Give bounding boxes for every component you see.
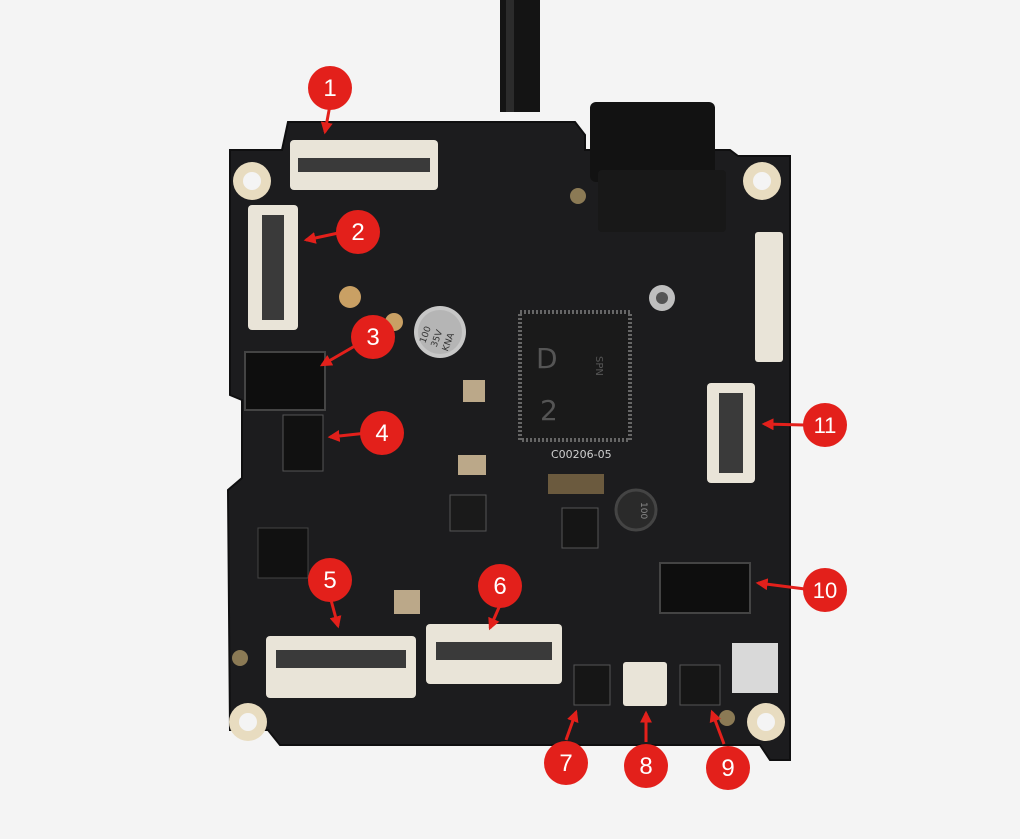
- callout-marker-label: 6: [493, 573, 506, 600]
- board-code: C00206-05: [551, 448, 612, 461]
- chip-marking-3: SPN: [593, 356, 604, 376]
- callout-marker-label: 3: [366, 324, 379, 351]
- callout-marker-5: 5: [308, 558, 352, 602]
- callout-marker-3: 3: [351, 315, 395, 359]
- callout-marker-circle: [360, 411, 404, 455]
- callout-marker-label: 7: [559, 750, 572, 777]
- callout-marker-10: 10: [803, 568, 847, 612]
- chip-marking: D: [536, 342, 558, 375]
- callout-marker-label: 2: [351, 219, 364, 246]
- callout-marker-1: 1: [308, 66, 352, 110]
- callout-marker-circle: [706, 746, 750, 790]
- callout-marker-11: 11: [803, 403, 847, 447]
- callout-marker-8: 8: [624, 744, 668, 788]
- connectors: [244, 102, 783, 706]
- callout-marker-label: 5: [323, 567, 336, 594]
- callout-marker-label: 4: [375, 420, 388, 447]
- callout-markers: 1 2 3 4 5 6 7 8 9 10 11: [308, 66, 847, 790]
- callout-marker-circle: [544, 741, 588, 785]
- callout-marker-9: 9: [706, 746, 750, 790]
- callout-marker-circle: [308, 558, 352, 602]
- callout-marker-circle: [803, 568, 847, 612]
- cable: [500, 0, 540, 112]
- components: D 2 SPN C00206-05 100 35V KNA 100: [257, 306, 658, 614]
- callout-marker-circle: [478, 564, 522, 608]
- chip-marking-2: 2: [540, 394, 558, 427]
- callout-marker-6: 6: [478, 564, 522, 608]
- callout-marker-4: 4: [360, 411, 404, 455]
- callout-marker-label: 10: [813, 578, 837, 603]
- callout-marker-label: 1: [323, 75, 336, 102]
- inductor-marking: 100: [638, 502, 648, 519]
- callout-marker-circle: [803, 403, 847, 447]
- callout-marker-circle: [336, 210, 380, 254]
- callout-marker-circle: [351, 315, 395, 359]
- callout-marker-label: 8: [639, 753, 652, 780]
- callout-marker-label: 11: [814, 413, 837, 438]
- mounting-holes: [229, 162, 785, 741]
- callout-marker-7: 7: [544, 741, 588, 785]
- callout-marker-label: 9: [721, 755, 734, 782]
- callout-marker-circle: [624, 744, 668, 788]
- callout-marker-circle: [308, 66, 352, 110]
- callout-marker-2: 2: [336, 210, 380, 254]
